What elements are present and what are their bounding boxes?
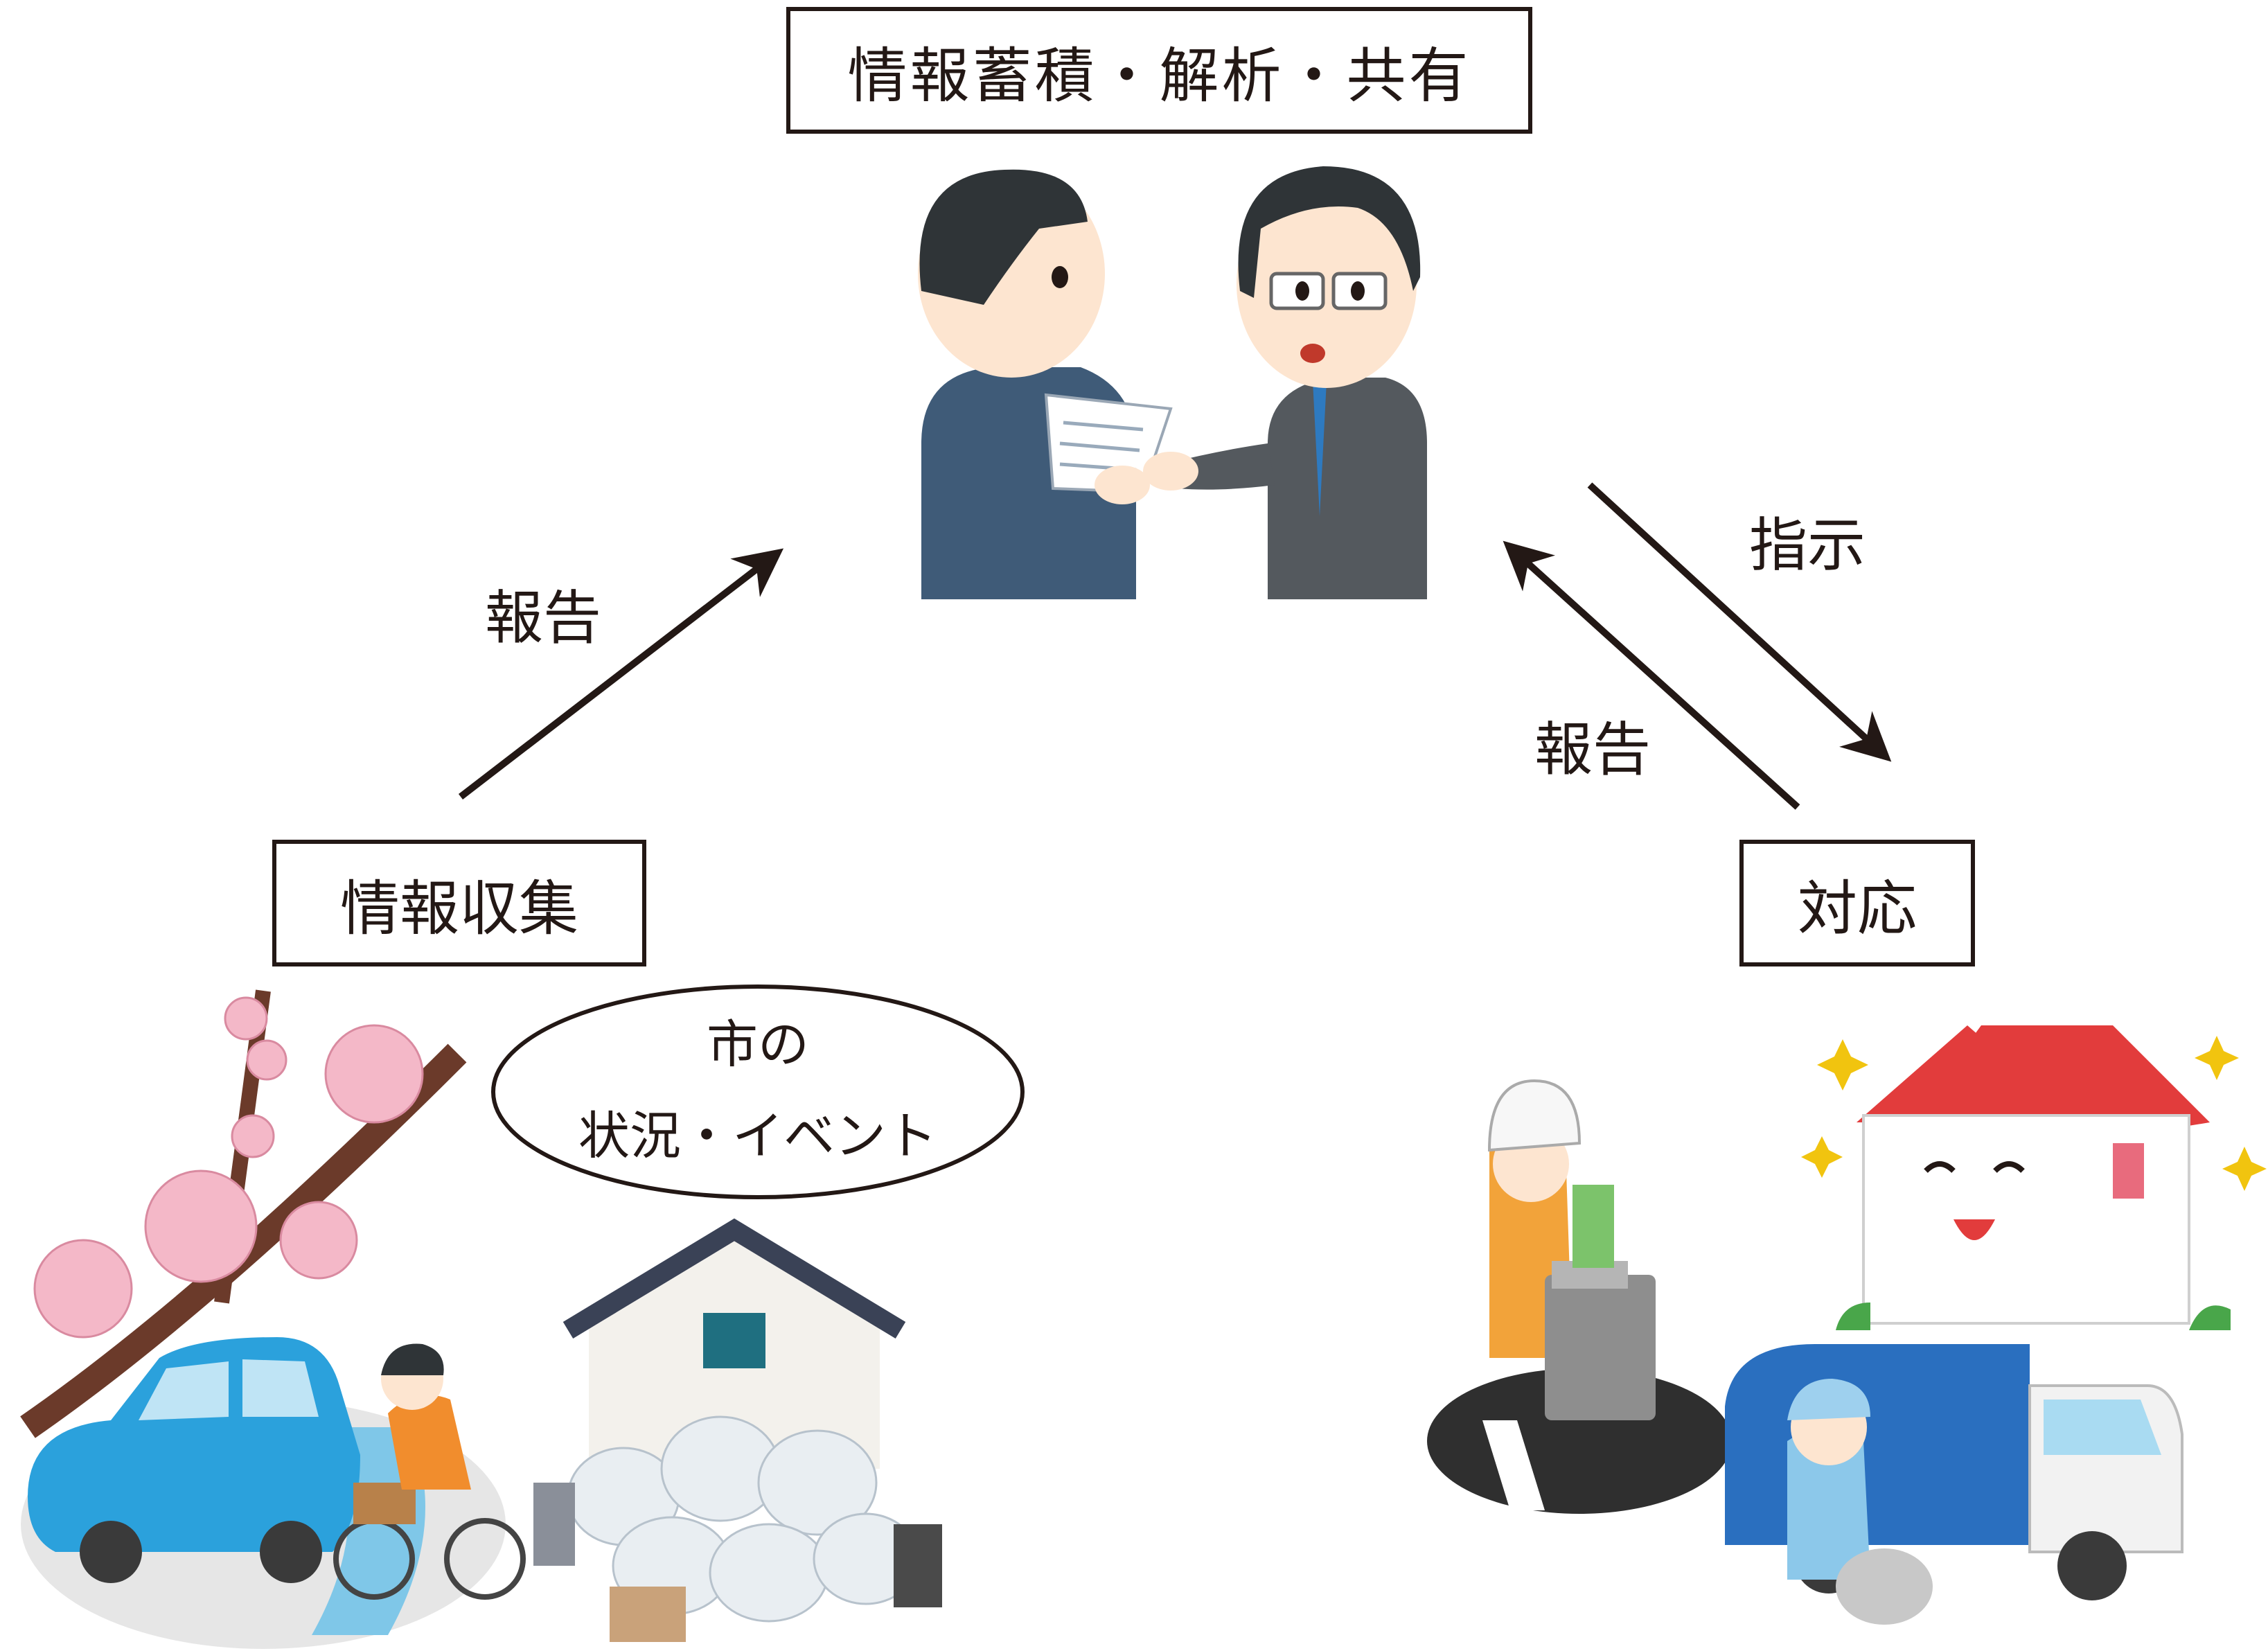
car-illustration — [28, 1337, 360, 1583]
arrow-label-report-right: 報告 — [1534, 716, 1651, 784]
house-garbage-illustration — [533, 1218, 942, 1642]
office-workers-illustration — [918, 166, 1427, 599]
arrow-right-report — [1503, 540, 1800, 810]
road-worker-illustration — [1427, 1079, 1732, 1514]
bubble-text-line2: 状況・イベント — [578, 1106, 937, 1166]
information-collection-box: 情報収集 — [272, 840, 646, 966]
garbage-truck-illustration — [1725, 1344, 2183, 1625]
storage-analysis-share-box: 情報蓄積・解析・共有 — [786, 7, 1532, 134]
information-collection-label: 情報収集 — [340, 874, 578, 944]
arrow-left-report — [458, 548, 784, 800]
storage-analysis-share-label: 情報蓄積・解析・共有 — [847, 42, 1471, 111]
response-box: 対応 — [1739, 840, 1975, 966]
cyclist-illustration — [333, 1343, 526, 1600]
bubble-text-line1: 市の — [707, 1015, 809, 1075]
arrow-label-instruction: 指示 — [1749, 511, 1866, 579]
smiling-house-illustration — [1801, 1025, 2267, 1330]
info-bubble — [491, 985, 1025, 1199]
response-label: 対応 — [1798, 874, 1917, 944]
arrow-label-report-left: 報告 — [485, 584, 602, 652]
plum-blossom-illustration — [20, 989, 467, 1438]
arrow-instruction — [1587, 482, 1892, 762]
